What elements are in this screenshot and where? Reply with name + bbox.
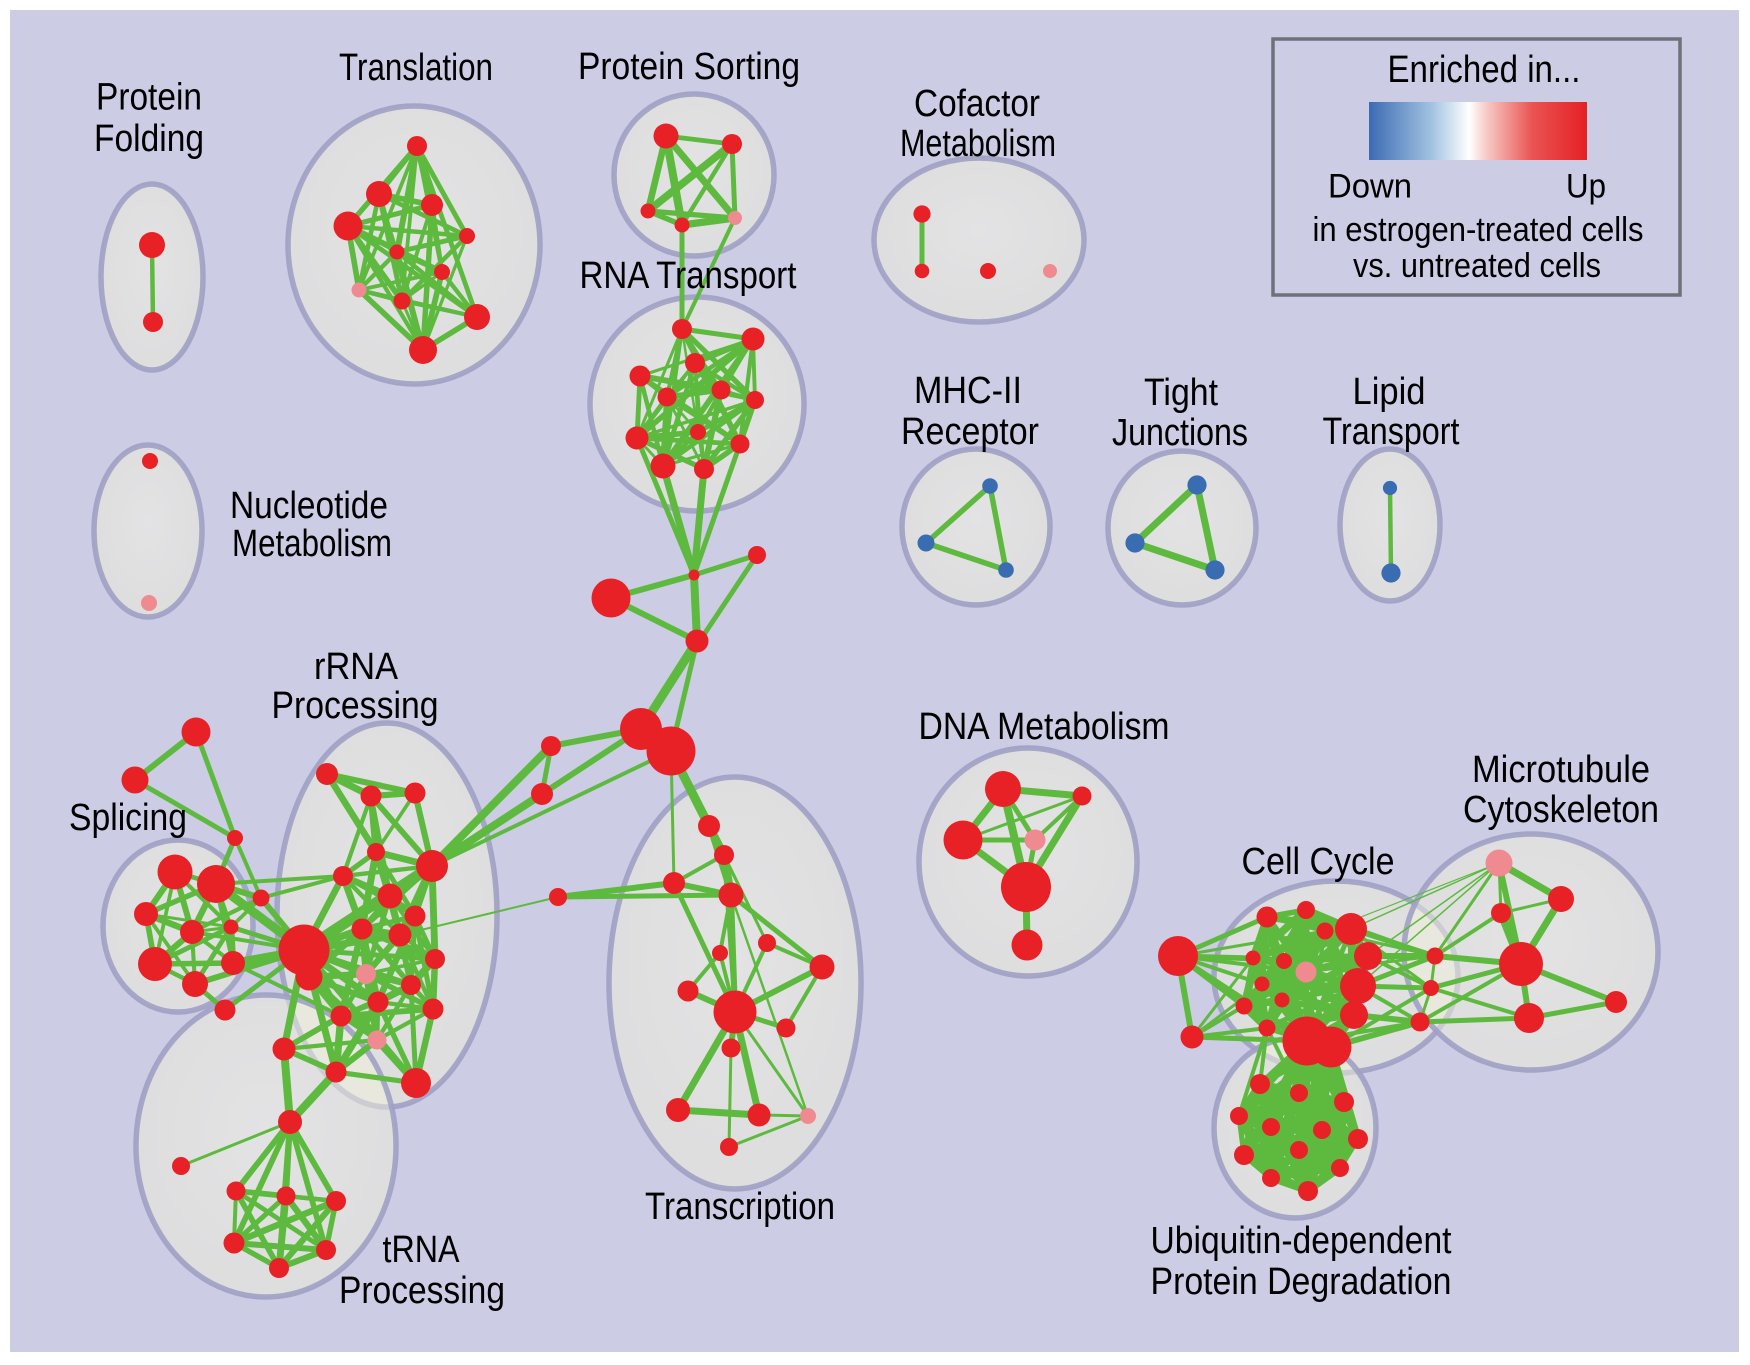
svg-text:DNA Metabolism: DNA Metabolism — [919, 706, 1170, 748]
svg-text:MHC-II: MHC-II — [914, 370, 1022, 412]
svg-text:Ubiquitin-dependent: Ubiquitin-dependent — [1151, 1220, 1452, 1262]
svg-text:Protein Sorting: Protein Sorting — [578, 46, 800, 88]
svg-text:Microtubule: Microtubule — [1472, 749, 1650, 791]
svg-text:Cytoskeleton: Cytoskeleton — [1463, 789, 1659, 831]
svg-text:Receptor: Receptor — [901, 411, 1039, 453]
svg-text:in estrogen-treated cells: in estrogen-treated cells — [1313, 211, 1644, 249]
svg-text:Tight: Tight — [1144, 372, 1218, 414]
svg-text:Down: Down — [1328, 168, 1412, 206]
svg-text:Metabolism: Metabolism — [900, 123, 1056, 165]
svg-text:Lipid: Lipid — [1353, 371, 1426, 413]
svg-text:Processing: Processing — [339, 1270, 505, 1312]
svg-text:Translation: Translation — [339, 47, 493, 89]
svg-text:Enriched in...: Enriched in... — [1388, 49, 1581, 91]
svg-text:Folding: Folding — [94, 118, 204, 160]
svg-text:tRNA: tRNA — [383, 1229, 461, 1271]
svg-text:rRNA: rRNA — [314, 646, 399, 688]
svg-text:Processing: Processing — [272, 685, 439, 727]
svg-text:Transport: Transport — [1323, 411, 1460, 453]
svg-text:Protein: Protein — [96, 77, 202, 119]
svg-text:Splicing: Splicing — [69, 797, 187, 839]
svg-text:Nucleotide: Nucleotide — [230, 485, 388, 527]
svg-text:vs. untreated cells: vs. untreated cells — [1353, 247, 1601, 285]
svg-text:Transcription: Transcription — [645, 1186, 835, 1228]
svg-text:Up: Up — [1566, 168, 1606, 206]
svg-text:Protein Degradation: Protein Degradation — [1151, 1261, 1452, 1303]
svg-text:Junctions: Junctions — [1112, 412, 1248, 454]
svg-text:Metabolism: Metabolism — [232, 523, 392, 565]
svg-text:RNA Transport: RNA Transport — [580, 255, 797, 297]
svg-text:Cofactor: Cofactor — [914, 83, 1040, 125]
svg-text:Cell Cycle: Cell Cycle — [1242, 841, 1395, 883]
